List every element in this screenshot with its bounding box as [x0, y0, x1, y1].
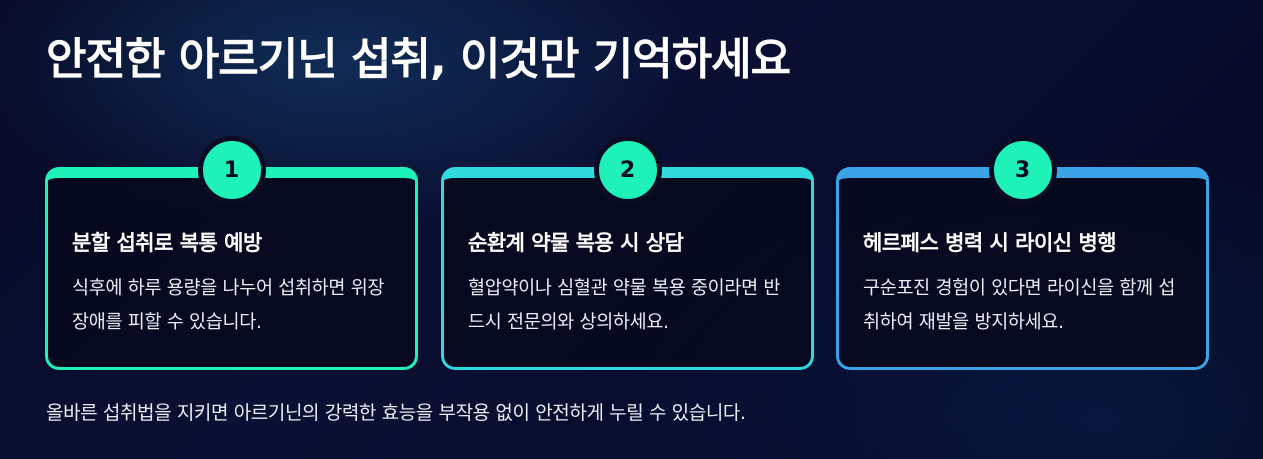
card-description: 혈압약이나 심혈관 약물 복용 중이라면 반드시 전문의와 상의하세요.	[468, 278, 781, 333]
footer-note: 올바른 섭취법을 지키면 아르기닌의 강력한 효능을 부작용 없이 안전하게 누…	[46, 402, 746, 424]
step-number-badge: 2	[593, 136, 662, 204]
tip-card-1: 1 분할 섭취로 복통 예방 식후에 하루 용량을 나누어 섭취하면 위장 장애…	[45, 136, 418, 370]
card-title: 순환계 약물 복용 시 상담	[468, 231, 684, 255]
page-title: 안전한 아르기닌 섭취, 이것만 기억하세요	[46, 34, 791, 85]
tip-card-3: 3 헤르페스 병력 시 라이신 병행 구순포진 경험이 있다면 라이신을 함께 …	[836, 136, 1209, 370]
card-title: 헤르페스 병력 시 라이신 병행	[863, 231, 1117, 255]
step-number-badge: 1	[197, 136, 266, 204]
step-number-badge: 3	[988, 136, 1057, 204]
card-title: 분할 섭취로 복통 예방	[72, 231, 262, 255]
tip-card-2: 2 순환계 약물 복용 시 상담 혈압약이나 심혈관 약물 복용 중이라면 반드…	[441, 136, 814, 370]
card-description: 구순포진 경험이 있다면 라이신을 함께 섭취하여 재발을 방지하세요.	[863, 278, 1176, 333]
card-description: 식후에 하루 용량을 나누어 섭취하면 위장 장애를 피할 수 있습니다.	[72, 278, 385, 333]
